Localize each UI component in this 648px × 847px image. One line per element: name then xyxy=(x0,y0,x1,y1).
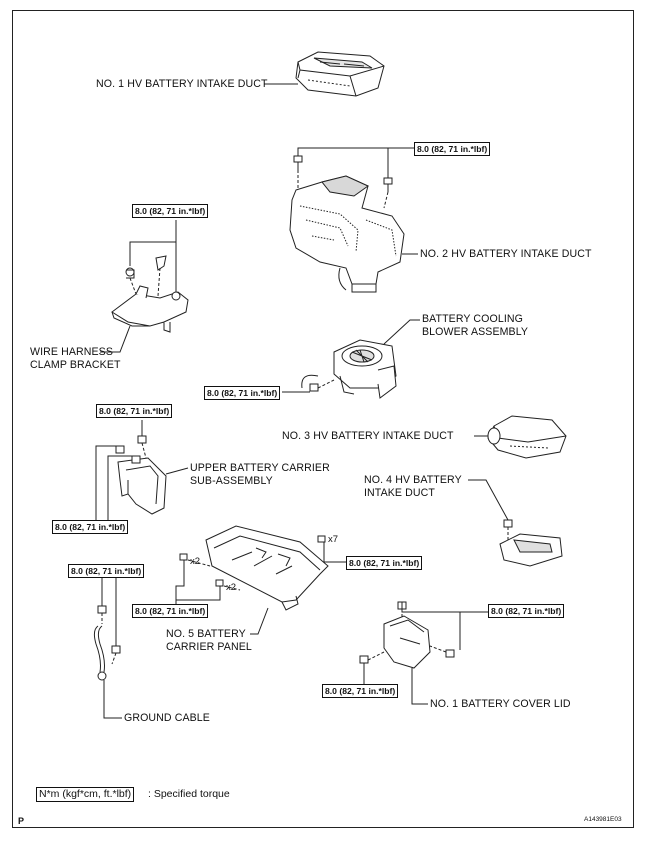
leader-panel-torque-left xyxy=(175,560,221,604)
leader-bracket-torque xyxy=(129,220,177,292)
label-no5-panel-line2: CARRIER PANEL xyxy=(166,641,252,653)
label-wire-harness-line2: CLAMP BRACKET xyxy=(30,359,121,371)
leader-ground-torque xyxy=(101,574,117,646)
leader-no4-duct xyxy=(468,479,509,521)
leader-upper-carrier-torque xyxy=(95,420,143,520)
leader-ground-cable xyxy=(103,680,122,719)
label-cover-lid: NO. 1 BATTERY COVER LID xyxy=(430,698,571,710)
torque-box-lid-right: 8.0 (82, 71 in.*lbf) xyxy=(488,604,565,618)
label-ground-cable: GROUND CABLE xyxy=(124,712,210,724)
multiplier-x2-lower: x2 xyxy=(226,582,237,593)
label-no4-duct-line1: NO. 4 HV BATTERY xyxy=(364,474,462,486)
blower-assembly-part xyxy=(301,339,397,399)
upper-carrier-part xyxy=(115,435,167,515)
torque-box-panel-left: 8.0 (82, 71 in.*lbf) xyxy=(132,604,209,618)
no3-intake-duct-part xyxy=(487,415,567,459)
leader-blower xyxy=(383,319,420,345)
label-upper-carrier-line1: UPPER BATTERY CARRIER xyxy=(190,462,330,474)
cover-lid-part xyxy=(359,601,455,669)
label-no5-panel-line1: NO. 5 BATTERY xyxy=(166,628,246,640)
no1-intake-duct-part xyxy=(295,51,385,97)
legend-torque-text: : Specified torque xyxy=(148,788,230,800)
torque-box-upper-carrier-top: 8.0 (82, 71 in.*lbf) xyxy=(96,404,173,418)
no2-intake-duct-part xyxy=(289,175,405,293)
leader-upper-carrier xyxy=(165,467,189,475)
leader-cover-lid xyxy=(411,668,428,705)
torque-box-lid-left: 8.0 (82, 71 in.*lbf) xyxy=(322,684,399,698)
label-upper-carrier-line2: SUB-ASSEMBLY xyxy=(190,475,273,487)
label-blower-line2: BLOWER ASSEMBLY xyxy=(422,326,529,338)
label-blower-line1: BATTERY COOLING xyxy=(422,313,523,325)
label-no3-intake-duct: NO. 3 HV BATTERY INTAKE DUCT xyxy=(282,430,454,442)
torque-box-blower: 8.0 (82, 71 in.*lbf) xyxy=(204,386,281,400)
torque-box-panel-right: 8.0 (82, 71 in.*lbf) xyxy=(346,556,423,570)
label-no4-duct-line2: INTAKE DUCT xyxy=(364,487,435,499)
figure-id: A143981E03 xyxy=(584,816,622,823)
leader-panel-torque-right xyxy=(323,542,346,563)
multiplier-x2-upper: x2 xyxy=(190,556,201,567)
wire-harness-clamp-bracket-part xyxy=(111,255,189,333)
torque-box-no2-duct: 8.0 (82, 71 in.*lbf) xyxy=(414,142,491,156)
page-mark: P xyxy=(18,816,25,826)
label-no2-intake-duct: NO. 2 HV BATTERY INTAKE DUCT xyxy=(420,248,592,260)
leader-lid-torque-right xyxy=(401,602,488,650)
no5-carrier-panel-part xyxy=(179,525,329,611)
torque-box-clamp-bracket: 8.0 (82, 71 in.*lbf) xyxy=(132,204,209,218)
leader-no5-panel xyxy=(250,607,269,635)
multiplier-x7: x7 xyxy=(328,534,339,545)
label-wire-harness-line1: WIRE HARNESS xyxy=(30,346,114,358)
torque-box-ground-cable: 8.0 (82, 71 in.*lbf) xyxy=(68,564,145,578)
leader-no2-torque xyxy=(297,147,414,178)
leader-wire-harness xyxy=(100,325,131,353)
ground-cable-part xyxy=(93,605,121,681)
legend-torque-unit-box: N*m (kgf*cm, ft.*lbf) xyxy=(36,787,135,802)
torque-box-upper-carrier-bottom: 8.0 (82, 71 in.*lbf) xyxy=(52,520,129,534)
label-no1-intake-duct: NO. 1 HV BATTERY INTAKE DUCT xyxy=(96,78,268,90)
diagram-frame xyxy=(12,10,634,828)
no4-intake-duct-part xyxy=(499,519,563,567)
